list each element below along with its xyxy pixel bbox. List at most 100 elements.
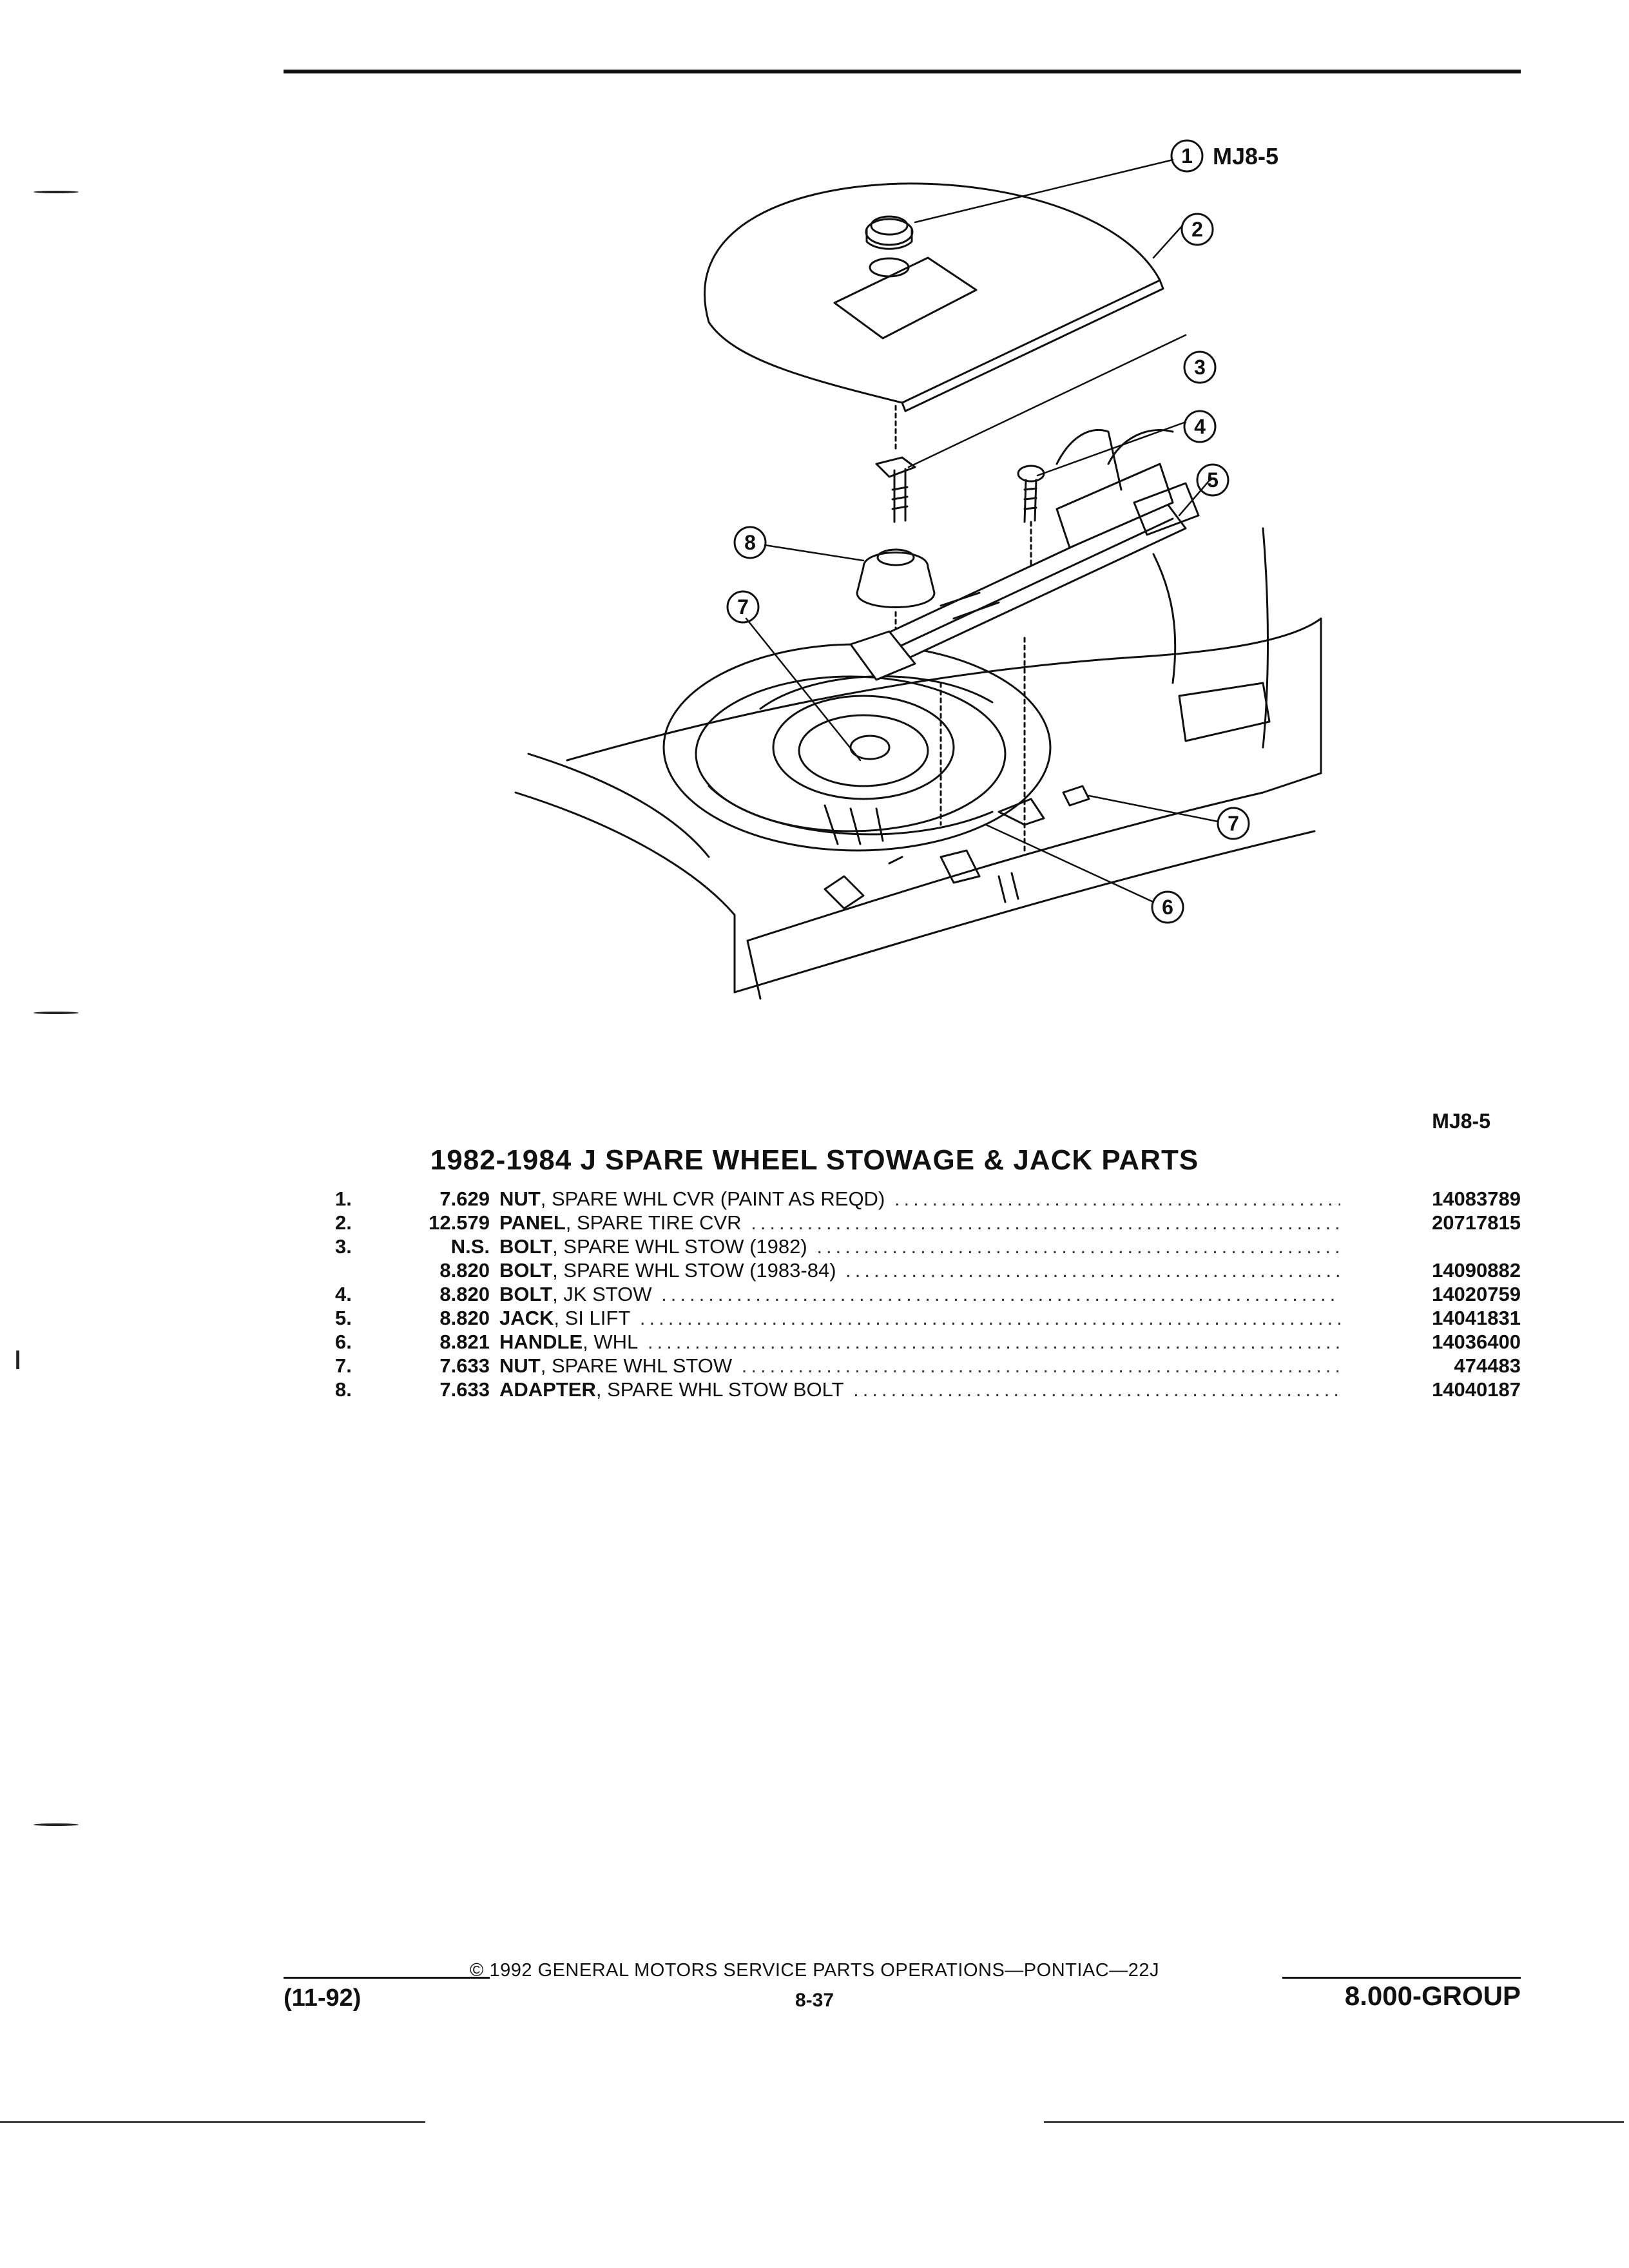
callout-7-right: 7 [1217,807,1250,840]
leader-dots: ........................................… [853,1378,1340,1401]
part-name: BOLT [499,1235,553,1258]
group-number: N.S. [450,1235,490,1258]
bottom-rule-left [0,2121,425,2123]
svg-text:MJ8-5: MJ8-5 [1213,143,1278,169]
leader-dots: ........................................… [639,1307,1340,1329]
figure-reference: MJ8-5 [1432,1110,1490,1133]
bottom-rule-right [1044,2121,1624,2123]
svg-text:4: 4 [1194,415,1206,438]
exploded-parts-diagram: 1 MJ8-5 2 3 4 5 6 7 7 8 [514,139,1322,1000]
parts-row: 8.820 BOLT, SPARE WHL STOW (1983-84) ....… [335,1258,1521,1282]
footer-rule-left [284,1977,490,1979]
part-name: ADAPTER [499,1378,596,1401]
part-detail: , JK STOW [552,1283,652,1305]
item-number: 5. [335,1307,352,1329]
callout-7-left: 7 [726,590,760,624]
part-detail: , SPARE WHL STOW [540,1354,733,1377]
svg-text:3: 3 [1194,356,1206,379]
svg-text:2: 2 [1191,218,1203,241]
item-number: 2. [335,1211,352,1234]
item-number: 1. [335,1187,352,1210]
leader-dots: ........................................… [647,1331,1340,1353]
group-number: 8.820 [439,1307,490,1329]
callout-6: 6 [1151,890,1184,924]
leader-dots: ........................................… [751,1211,1340,1234]
part-number: 14041831 [1432,1307,1521,1329]
part-name: JACK [499,1307,554,1329]
callout-3: 3 [1183,351,1217,384]
leader-dots: ........................................… [894,1187,1340,1210]
jack-assembly [849,428,1200,852]
part-number: 14020759 [1432,1283,1521,1305]
footer-copyright: © 1992 GENERAL MOTORS SERVICE PARTS OPER… [470,1960,1159,1981]
part-description: BOLT, JK STOW ..........................… [499,1282,1340,1306]
item-number: 4. [335,1283,352,1305]
callout-1: 1 [1170,139,1204,173]
parts-list-title: 1982-1984 J SPARE WHEEL STOWAGE & JACK P… [430,1144,1199,1176]
group-number: 7.633 [439,1354,490,1377]
callout-4: 4 [1183,410,1217,443]
leader-dots: ........................................… [816,1235,1340,1258]
footer-rule-right [1282,1977,1521,1979]
jack-stow-bolt [1017,465,1045,568]
part-description: JACK, SI LIFT ..........................… [499,1306,1340,1330]
top-rule [284,70,1521,73]
parts-row: 8. 7.633 ADAPTER, SPARE WHL STOW BOLT ....… [335,1378,1521,1401]
spare-tire [662,643,1052,852]
part-name: HANDLE [499,1331,583,1353]
part-name: PANEL [499,1211,566,1234]
margin-mark: ǀ [14,1347,22,1375]
part-number: 474483 [1454,1354,1521,1377]
parts-row: 5. 8.820 JACK, SI LIFT ...................… [335,1306,1521,1330]
leader-dots: ........................................… [845,1259,1340,1282]
leader-lines [745,159,1219,903]
part-detail: , WHL [583,1331,639,1353]
parts-row: 2. 12.579 PANEL, SPARE TIRE CVR ..........… [335,1211,1521,1235]
part-description: HANDLE, WHL ............................… [499,1330,1340,1354]
part-detail: , SPARE TIRE CVR [565,1211,742,1234]
part-detail: , SPARE WHL STOW BOLT [595,1378,844,1401]
margin-mark [34,1823,79,1826]
part-description: NUT, SPARE WHL CVR (PAINT AS REQD) .....… [499,1187,1340,1211]
margin-mark [34,1012,79,1014]
part-description: BOLT, SPARE WHL STOW (1982) ............… [499,1235,1340,1258]
svg-text:6: 6 [1162,896,1173,919]
group-number: 8.820 [439,1259,490,1282]
margin-mark [34,191,79,193]
leader-dots: ........................................… [741,1354,1340,1377]
part-detail: , SPARE WHL STOW (1982) [552,1235,807,1258]
part-name: NUT [499,1354,541,1377]
parts-row: 6. 8.821 HANDLE, WHL .....................… [335,1330,1521,1354]
item-number: 7. [335,1354,352,1377]
svg-text:8: 8 [744,531,756,554]
callout-code-label: MJ8-5 [1213,143,1278,169]
part-number: 14036400 [1432,1331,1521,1353]
footer-page-number: 8-37 [795,1990,834,2011]
part-name: BOLT [499,1259,553,1282]
part-number: 14090882 [1432,1259,1521,1282]
item-number: 8. [335,1378,352,1401]
part-number: 14040187 [1432,1378,1521,1401]
part-detail: , SPARE WHL STOW (1983-84) [552,1259,836,1282]
svg-text:7: 7 [1228,812,1239,835]
callout-5: 5 [1196,463,1229,497]
svg-text:5: 5 [1207,468,1219,492]
part-description: PANEL, SPARE TIRE CVR ..................… [499,1211,1340,1235]
group-number: 8.820 [439,1283,490,1305]
group-number: 8.821 [439,1331,490,1353]
part-description: ADAPTER, SPARE WHL STOW BOLT ...........… [499,1378,1340,1401]
group-number: 12.579 [429,1211,490,1234]
part-name: NUT [499,1187,541,1210]
item-number: 6. [335,1331,352,1353]
footer-group-number: 8.000-GROUP [1344,1981,1521,2011]
parts-row: 7. 7.633 NUT, SPARE WHL STOW .............… [335,1354,1521,1378]
part-number: 20717815 [1432,1211,1521,1234]
group-number: 7.633 [439,1378,490,1401]
footer-revision-date: (11-92) [284,1984,361,2012]
part-detail: , SPARE WHL CVR (PAINT AS REQD) [540,1187,885,1210]
item-number: 3. [335,1235,352,1258]
callout-8: 8 [733,526,767,559]
floor-brackets [824,785,1090,910]
